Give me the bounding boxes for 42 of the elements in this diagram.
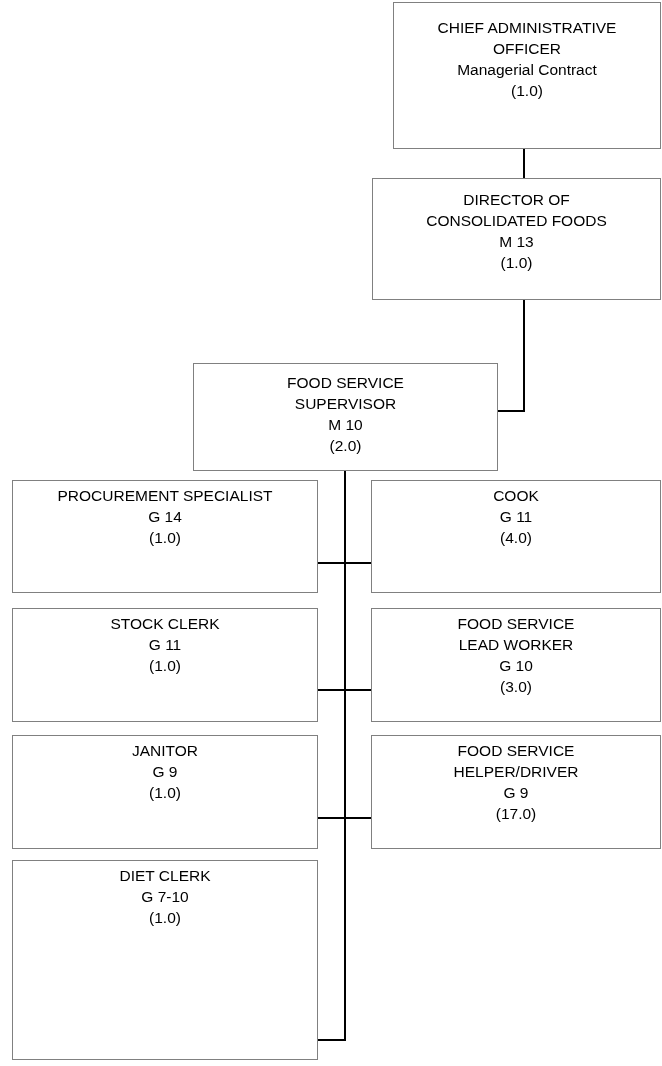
connector-line: [497, 299, 525, 412]
position-title: DIET CLERK: [119, 866, 211, 886]
position-detail: M 10: [328, 415, 363, 435]
connector-line: [523, 148, 525, 179]
position-detail: G 11: [148, 635, 182, 655]
position-detail: G 14: [148, 507, 182, 527]
position-title: FOOD SERVICE HELPER/DRIVER: [452, 741, 580, 782]
position-box: [371, 735, 661, 849]
position-detail: (1.0): [149, 783, 181, 803]
position-detail: (17.0): [495, 804, 537, 824]
position-title: FOOD SERVICE LEAD WORKER: [456, 614, 576, 655]
position-title: JANITOR: [132, 741, 198, 761]
position-title: COOK: [493, 486, 539, 506]
position-detail: M 13: [499, 232, 534, 252]
position-detail: (4.0): [500, 528, 532, 548]
position-title: CHIEF ADMINISTRATIVE OFFICER: [436, 18, 618, 59]
position-box: [12, 480, 318, 593]
position-title: DIRECTOR OF CONSOLIDATED FOODS: [425, 190, 608, 231]
position-detail: (1.0): [149, 908, 181, 928]
position-box: [372, 178, 661, 300]
position-title: STOCK CLERK: [110, 614, 220, 634]
position-box: [393, 2, 661, 149]
position-box: [12, 608, 318, 722]
position-detail: (1.0): [500, 253, 533, 273]
position-title: PROCUREMENT SPECIALIST: [57, 486, 273, 506]
position-detail: G 9: [152, 762, 178, 782]
position-detail: G 9: [503, 783, 529, 803]
position-detail: (2.0): [329, 436, 362, 456]
position-detail: G 7-10: [141, 887, 189, 907]
position-detail: (1.0): [149, 656, 181, 676]
position-title: FOOD SERVICE SUPERVISOR: [286, 373, 405, 414]
position-detail: G 10: [499, 656, 533, 676]
position-detail: G 11: [499, 507, 533, 527]
position-detail: (1.0): [511, 81, 543, 101]
position-box: [12, 735, 318, 849]
position-box: [12, 860, 318, 1060]
position-box: [371, 480, 661, 593]
position-detail: (3.0): [500, 677, 532, 697]
position-box: [193, 363, 498, 471]
position-box: [371, 608, 661, 722]
position-detail: Managerial Contract: [457, 60, 597, 80]
position-detail: (1.0): [149, 528, 181, 548]
